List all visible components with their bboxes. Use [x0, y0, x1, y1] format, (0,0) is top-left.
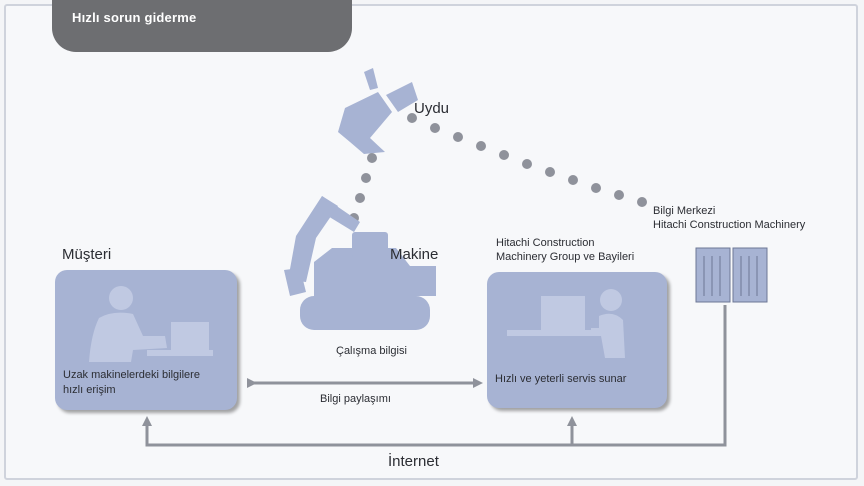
- group-text: Hızlı ve yeterli servis sunar: [495, 373, 627, 385]
- title-tab: [52, 0, 352, 52]
- internet-label: İnternet: [388, 453, 439, 470]
- person-at-laptop-icon: [89, 286, 213, 362]
- satellite-icon: [338, 68, 418, 154]
- customer-panel: Uzak makinelerdeki bilgilere hızlı erişi…: [55, 270, 237, 410]
- sharing-label: Bilgi paylaşımı: [320, 393, 391, 405]
- machine-label: Makine: [390, 246, 439, 263]
- group-panel: Hızlı ve yeterli servis sunar: [487, 272, 667, 408]
- diagram-title: Hızlı sorun giderme: [72, 10, 197, 25]
- machine-caption: Çalışma bilgisi: [336, 345, 407, 357]
- satellite-link-dots: [349, 113, 647, 223]
- customer-label: Müşteri: [62, 246, 112, 263]
- excavator-icon: [284, 196, 436, 330]
- satellite-label: Uydu: [414, 100, 450, 117]
- server-rack-icon: [695, 247, 768, 303]
- person-at-computer-icon: [507, 289, 625, 358]
- info-center-label: Bilgi Merkezi Hitachi Construction Machi…: [653, 205, 806, 231]
- group-label: Hitachi Construction Machinery Group ve …: [496, 237, 635, 263]
- customer-text: Uzak makinelerdeki bilgilere hızlı erişi…: [63, 369, 200, 396]
